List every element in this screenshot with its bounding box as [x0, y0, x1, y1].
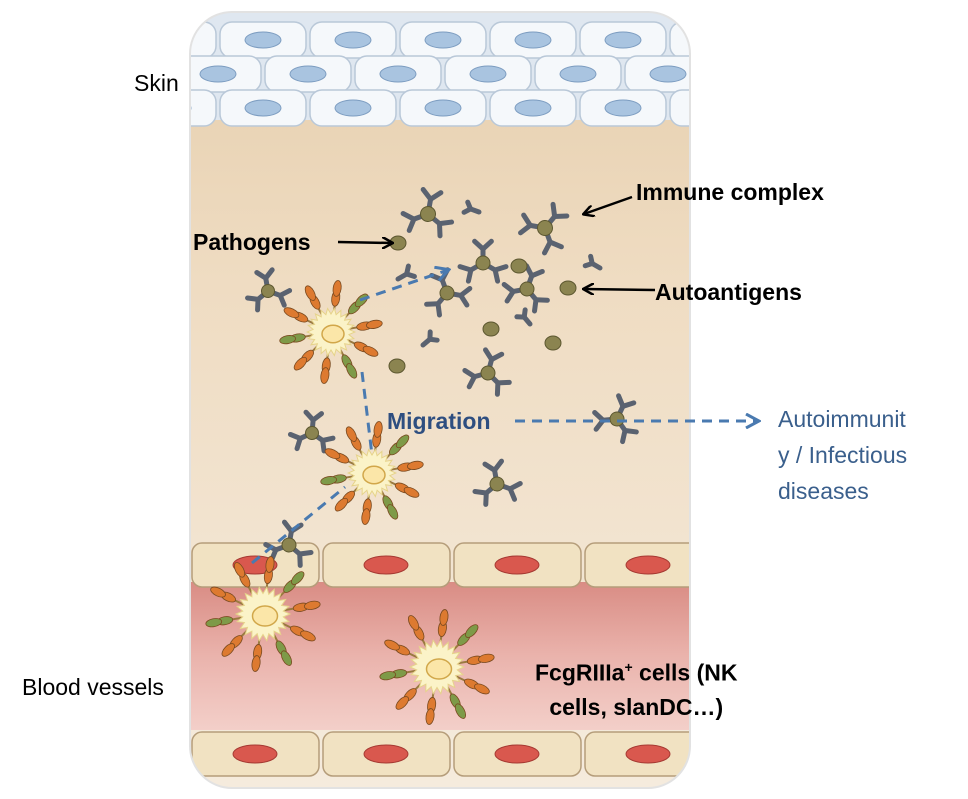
- disease-label-line1: Autoimmunit: [778, 406, 906, 432]
- autoantigens-arrow: [584, 289, 656, 290]
- endothelial-cell: [322, 731, 451, 777]
- immune-complex: [501, 263, 550, 314]
- epidermal-cell: [444, 55, 532, 93]
- skin-label: Skin: [134, 70, 179, 96]
- epidermis-layer: [190, 12, 690, 127]
- immune-cell-group: [205, 280, 495, 725]
- migration-arrow-upper: [359, 270, 448, 302]
- blood-vessels-label: Blood vessels: [22, 674, 164, 700]
- epidermal-cell: [579, 21, 667, 59]
- fcgr-cell: [205, 556, 321, 672]
- epidermal-cell: [669, 21, 690, 59]
- cells-label-rest: cells (NK: [632, 659, 738, 686]
- antibody: [420, 329, 440, 348]
- migration-segment-middle: [360, 371, 374, 456]
- antigen: [510, 258, 528, 274]
- epidermal-cell: [190, 21, 217, 59]
- epidermal-cell: [264, 55, 352, 93]
- antigen: [482, 321, 500, 337]
- antigen: [389, 235, 407, 251]
- immune-complex: [592, 393, 639, 445]
- endothelial-cell: [453, 542, 582, 588]
- endothelial-cell: [453, 731, 582, 777]
- epidermal-cell: [489, 21, 577, 59]
- epidermal-cell: [534, 55, 622, 93]
- disease-label: Autoimmunit y / Infectious diseases: [778, 401, 963, 509]
- antigen: [559, 280, 577, 296]
- immune-complex: [245, 267, 293, 313]
- pointer-arrows: [337, 195, 656, 290]
- immune-complex: [457, 238, 509, 284]
- immune-complex: [518, 201, 570, 256]
- epidermal-cell: [489, 89, 577, 127]
- epidermal-cell: [354, 55, 442, 93]
- migration-path: [251, 270, 758, 565]
- pathogens-arrow: [337, 242, 392, 243]
- epidermal-cell: [579, 89, 667, 127]
- cells-label-prefix: FcgRIIIa: [535, 659, 625, 686]
- epidermal-cell: [219, 89, 307, 127]
- panel-outline: [189, 11, 691, 789]
- disease-label-line3: diseases: [778, 478, 869, 504]
- immune-complex: [462, 347, 512, 397]
- disease-label-line2: y / Infectious: [778, 442, 908, 468]
- epidermal-cell: [399, 21, 487, 59]
- antibody: [395, 263, 417, 282]
- fcgr-cell: [379, 609, 495, 725]
- antibody-group: [245, 187, 639, 568]
- migration-segment-lower: [251, 485, 346, 565]
- immune-complex: [472, 458, 523, 507]
- epidermal-cell: [624, 55, 690, 93]
- immune-complex-label: Immune complex: [636, 179, 824, 205]
- epidermal-cell: [399, 89, 487, 127]
- immune-complex-arrow: [584, 195, 633, 214]
- epidermal-cell: [309, 21, 397, 59]
- autoantigens-label: Autoantigens: [655, 279, 802, 305]
- antigen: [544, 335, 562, 351]
- antibody: [461, 199, 482, 215]
- epidermal-cell: [669, 89, 690, 127]
- endothelial-cell: [322, 542, 451, 588]
- immune-complex: [400, 187, 455, 239]
- pathogens-label: Pathogens: [193, 229, 311, 255]
- endothelial-cell: [191, 731, 320, 777]
- endothelial-cell: [584, 731, 690, 777]
- antibody: [514, 307, 533, 327]
- fcgr-cells-label: FcgRIIIa+ cells (NK cells, slanDC…): [535, 650, 737, 724]
- cells-label-sup: +: [624, 659, 633, 675]
- tissue-panel: [190, 12, 690, 788]
- antibody: [582, 253, 603, 271]
- epidermal-cell: [309, 89, 397, 127]
- fcgr-cell: [320, 421, 424, 525]
- epidermal-cell: [219, 21, 307, 59]
- migration-label: Migration: [387, 408, 491, 434]
- fcgr-cell: [279, 280, 383, 384]
- cells-label-line2: cells, slanDC…): [549, 693, 724, 720]
- endothelial-cell: [584, 542, 690, 588]
- epidermal-cell: [190, 55, 262, 93]
- antigen: [388, 358, 406, 374]
- immune-complex: [287, 409, 336, 454]
